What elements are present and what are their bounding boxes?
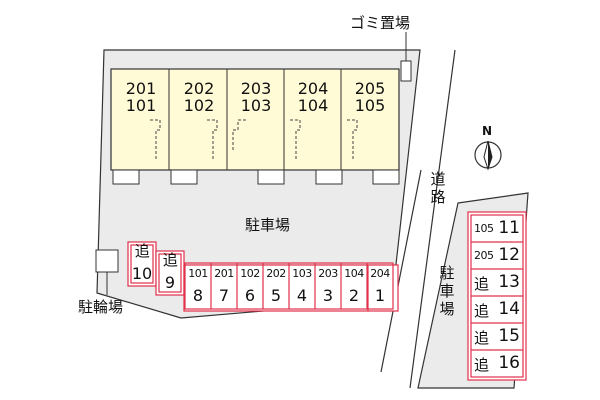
garbage-box <box>400 60 412 82</box>
bicycle-label: 駐輪場 <box>78 298 124 316</box>
road-label: 道路 <box>430 170 446 206</box>
road-edge-right <box>409 49 456 389</box>
road-edge-left <box>380 169 422 373</box>
bicycle-parking <box>95 249 119 273</box>
parking-side-label: 駐車場 <box>439 264 455 318</box>
building <box>110 68 400 185</box>
garbage-label: ゴミ置場 <box>350 14 411 32</box>
compass-icon <box>474 140 502 171</box>
north-label: N <box>482 124 493 138</box>
parking-main-label: 駐車場 <box>245 216 291 234</box>
